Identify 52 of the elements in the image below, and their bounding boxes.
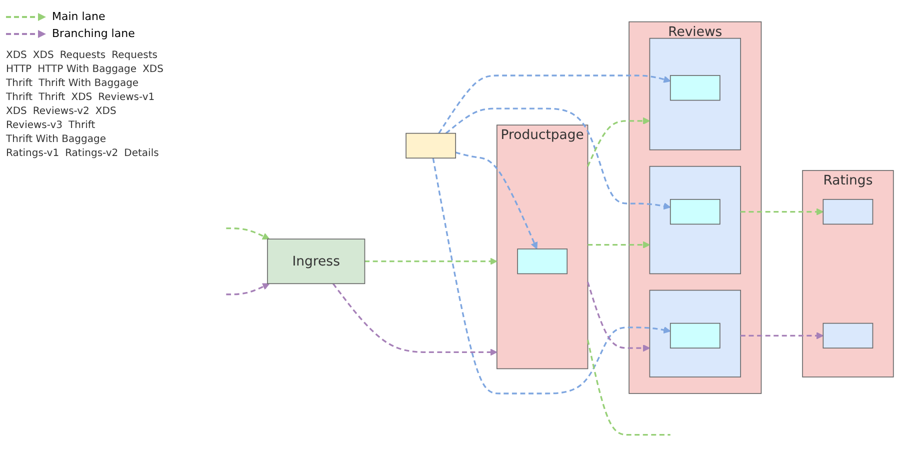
note-label: Thrift — [6, 78, 33, 89]
arrow — [364, 258, 498, 265]
note-label: HTTP — [6, 64, 32, 75]
cluster — [649, 166, 741, 274]
note-label: XDS — [32, 50, 54, 61]
node-box — [517, 248, 568, 274]
note-label: Reviews-v3 — [6, 120, 63, 131]
arrow — [455, 152, 538, 250]
note-label: XDS — [71, 92, 92, 103]
note-label: Ratings-v1 — [6, 148, 60, 159]
note-label: Ratings-v2 — [65, 148, 118, 159]
note-label: Details — [124, 148, 159, 159]
node-box — [822, 322, 874, 348]
cluster: Ratings — [802, 170, 894, 378]
arrow — [226, 283, 270, 296]
note-label: XDS — [6, 50, 27, 61]
arrow — [740, 208, 824, 216]
node-box — [670, 322, 720, 348]
arrow — [586, 282, 650, 352]
note-label: Reviews-v1 — [98, 92, 155, 103]
arrow — [588, 241, 650, 248]
note-label: Requests — [112, 50, 158, 61]
note-label: Requests — [60, 50, 106, 61]
arrow — [332, 283, 498, 356]
cluster: Productpage — [496, 124, 588, 370]
note-label: HTTP With Baggage — [38, 64, 137, 75]
note-label: Thrift — [68, 120, 96, 131]
node-box — [822, 198, 874, 225]
arrow — [587, 117, 650, 167]
node-box — [406, 132, 456, 158]
arrow — [438, 74, 671, 134]
arrow — [226, 227, 270, 240]
cluster: Reviews — [628, 21, 762, 394]
note-label: Thrift With Baggage — [38, 78, 139, 89]
connector — [586, 340, 670, 436]
cluster — [649, 290, 741, 378]
note-label: Thrift — [6, 92, 33, 103]
note-label: XDS — [95, 106, 116, 117]
arrow — [740, 332, 824, 340]
note-label: Reviews-v2 — [32, 106, 90, 117]
node-box: Ingress — [267, 238, 366, 284]
legend-text: Main lane — [52, 10, 106, 23]
note-label: Thrift — [38, 92, 66, 103]
note-label: XDS — [142, 64, 164, 75]
cluster — [649, 38, 741, 150]
legend-text: Branching lane — [52, 27, 135, 40]
note-label: XDS — [6, 106, 27, 117]
arrow — [445, 108, 671, 210]
node-box — [670, 198, 720, 225]
arrow — [432, 158, 671, 394]
note-label: Thrift With Baggage — [6, 134, 106, 145]
node-box — [670, 75, 720, 101]
